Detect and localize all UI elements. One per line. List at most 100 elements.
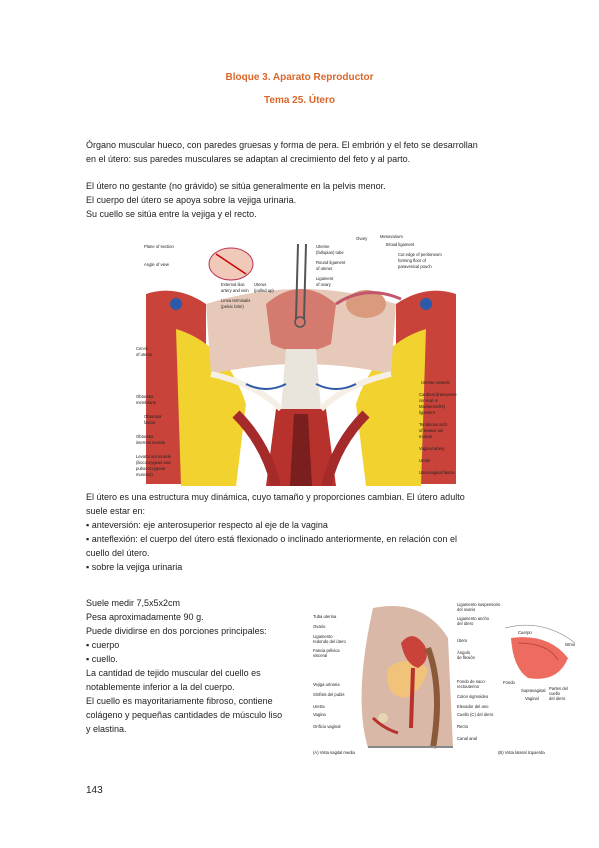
fig1-label: Cardinal (transverse — [419, 392, 457, 397]
list-item-text: anteversión: eje anterosuperior respecto… — [91, 520, 328, 530]
list-item-text: cuello. — [91, 654, 118, 664]
fig1-label: Ligament — [316, 276, 334, 281]
fig1-label: muscles) — [136, 472, 153, 477]
fig1-label: Cervix — [136, 346, 149, 351]
fig2-label: Tuba uterina — [313, 614, 337, 619]
text-line: Pesa aproximadamente 90 g. — [86, 612, 204, 622]
text-line: La cantidad de tejido muscular del cuell… — [86, 668, 261, 678]
fig1-label: forming floor of — [398, 258, 427, 263]
fig2-label: Fascia pélvica — [313, 648, 340, 653]
fig2-inset-label: Vaginal — [525, 696, 539, 701]
fig1-label: of uterus — [316, 266, 332, 271]
fig2-caption: (A) Vista sagital media — [313, 750, 355, 755]
fig1-label: cervical or — [419, 398, 439, 403]
fig1-label: (pulled up) — [254, 288, 274, 293]
fig2-label: rectouterino — [457, 684, 480, 689]
list-item-text: sobre la vejiga urinaria — [91, 562, 183, 572]
fig2-caption: (B) Vista lateral izquierda — [498, 750, 545, 755]
text-line: Suele medir 7,5x5x2cm — [86, 598, 181, 608]
fig2-label: Fondo de saco — [457, 679, 485, 684]
fig1-label: Uterine vessels — [421, 380, 450, 385]
fig2-label: Ángulo — [457, 650, 471, 655]
fig2-label: del ovario — [457, 607, 476, 612]
fig1-label: Uterine — [316, 244, 330, 249]
pelvis-coronal-section-figure: Plane of section Angle of view External … — [136, 234, 466, 486]
fig1-label: Broad ligament — [386, 242, 415, 247]
location-paragraph: El útero no gestante (no grávido) se sit… — [86, 179, 516, 221]
fig1-label: fascia — [144, 420, 156, 425]
fig1-label: Uterus — [254, 282, 266, 287]
fig1-label: pubococcygeus — [136, 466, 165, 471]
fig2-inset-label: Supravaginal — [521, 688, 546, 693]
fig1-label: Tendinous arch — [419, 422, 448, 427]
list-item: ▪ anteversión: eje anterosuperior respec… — [86, 518, 516, 532]
fig1-label: membrane — [136, 400, 157, 405]
fig2-label: Colon sigmoideo — [457, 694, 489, 699]
fig2-inset-label: del útero — [549, 696, 566, 701]
fig2-label: del útero — [457, 621, 474, 626]
text-line: El útero es una estructura muy dinámica,… — [86, 492, 465, 502]
fig1-label: paravesical pouch — [398, 264, 432, 269]
text-line: Su cuello se sitúa entre la vejiga y el … — [86, 209, 257, 219]
fig1-label: Angle of view — [144, 262, 170, 267]
list-item-text: cuerpo — [91, 640, 120, 650]
fig2-inset-label: Partes del — [549, 686, 568, 691]
list-item: ▪ sobre la vejiga urinaria — [86, 560, 516, 574]
text-line: suele estar en: — [86, 506, 146, 516]
fig2-inset-label: cuello — [549, 691, 561, 696]
fig2-label: visceral — [313, 653, 327, 658]
list-item: ▪ cuerpo — [86, 638, 301, 652]
fig1-label: of uterus — [136, 352, 152, 357]
fig1-label: Uterovaginal fascia — [419, 470, 455, 475]
text-line: Puede dividirse en dos porciones princip… — [86, 626, 267, 636]
intro-paragraph: Órgano muscular hueco, con paredes grues… — [86, 138, 516, 166]
dynamics-paragraph: El útero es una estructura muy dinámica,… — [86, 490, 516, 574]
topic-title: Tema 25. Útero — [264, 95, 335, 106]
fig1-label: Linea terminalis — [221, 298, 250, 303]
text-line: cuello del útero. — [86, 548, 150, 558]
text-line: en el útero: sus paredes musculares se a… — [86, 154, 411, 164]
bullet-icon: ▪ — [86, 562, 90, 572]
page-number: 143 — [86, 785, 103, 796]
fig1-label: Obturator — [144, 414, 162, 419]
fig1-label: Obturator — [136, 394, 154, 399]
fig1-label: (pelvic brim) — [221, 304, 244, 309]
fig1-label: Obturator — [136, 434, 154, 439]
text-line: notablemente inferior a la del cuerpo. — [86, 682, 235, 692]
fig1-label: Plane of section — [144, 244, 174, 249]
bullet-icon: ▪ — [86, 640, 90, 650]
bullet-icon: ▪ — [86, 534, 90, 544]
list-item: ▪ anteflexión: el cuerpo del útero está … — [86, 532, 516, 546]
fig2-label: Ligamento — [313, 634, 333, 639]
fig2-label: Ovario — [313, 624, 326, 629]
text-line: colágeno y pequeñas cantidades de múscul… — [86, 710, 283, 720]
fig1-label: (fallopian) tube — [316, 250, 344, 255]
text-line: El cuerpo del útero se apoya sobre la ve… — [86, 195, 297, 205]
uterus-sagittal-figure: Tuba uterina Ovario Ligamento redondo de… — [313, 598, 588, 758]
fig1-label: ligament — [419, 410, 436, 415]
fig1-label: Ovary — [356, 236, 368, 241]
fig1-label: Vaginal artery — [419, 446, 445, 451]
fig2-inset-label: Istmo — [565, 642, 576, 647]
fig1-label: of levator ani — [419, 428, 443, 433]
list-item: ▪ cuello. — [86, 652, 301, 666]
fig1-label: internus muscle — [136, 440, 166, 445]
fig1-label: (iliococcygeus and — [136, 460, 171, 465]
fig2-label: Recto — [457, 724, 469, 729]
size-paragraph: Suele medir 7,5x5x2cm Pesa aproximadamen… — [86, 596, 301, 736]
fig1-label: of ovary — [316, 282, 332, 287]
fig2-inset-label: Fondo — [503, 680, 516, 685]
fig2-label: Vagina — [313, 712, 326, 717]
fig1-label: Mackenrodt's) — [419, 404, 446, 409]
text-line: El útero no gestante (no grávido) se sit… — [86, 181, 386, 191]
fig1-label: Levator ani muscle — [136, 454, 172, 459]
fig2-label: redondo del útero — [313, 639, 346, 644]
fig1-label: Cut edge of peritoneum — [398, 252, 442, 257]
fig1-label: Round ligament — [316, 260, 346, 265]
fig2-label: Sínfisis del pubis — [313, 692, 344, 697]
bullet-icon: ▪ — [86, 520, 90, 530]
fig2-label: de flexión — [457, 655, 476, 660]
fig2-inset-label: Cuerpo — [518, 630, 532, 635]
fig2-label: Ligamento suspensorio — [457, 602, 501, 607]
fig2-label: Ligamento ancho — [457, 616, 490, 621]
